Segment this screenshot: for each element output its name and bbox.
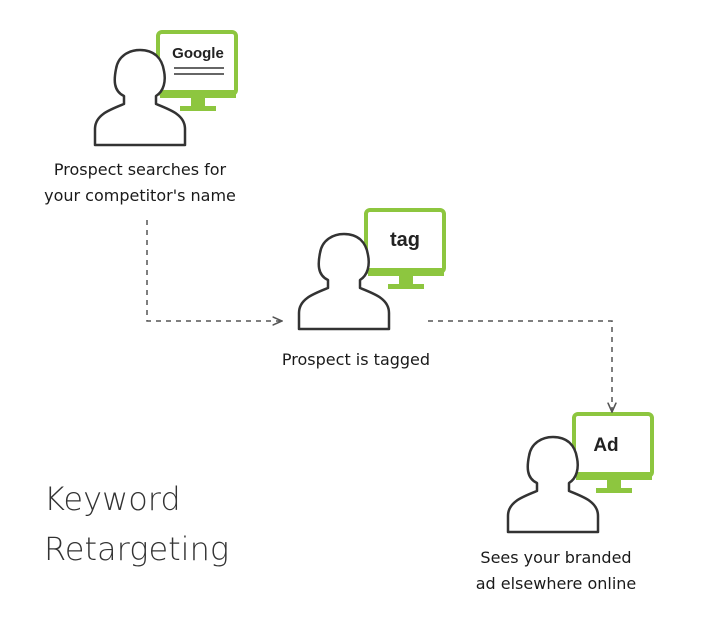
step-3-screen-text: Ad (593, 435, 618, 456)
step-3-caption-line-1: Sees your branded (480, 548, 632, 567)
title-line-1: Keyword (44, 480, 181, 518)
title-line-2: Retargeting (44, 530, 230, 568)
step-3-caption-line-2: ad elsewhere online (475, 574, 637, 593)
person-icon (297, 232, 391, 331)
step-3-caption: Sees your branded ad elsewhere online (446, 545, 666, 597)
diagram-title: Keyword Retargeting (44, 474, 229, 574)
step-2-caption: Prospect is tagged (246, 347, 466, 373)
connector-arrow-1 (146, 220, 282, 321)
step-1-caption: Prospect searches for your competitor's … (20, 157, 260, 209)
step-2-caption-line-1: Prospect is tagged (281, 350, 431, 369)
monitor-icon (572, 412, 654, 493)
person-icon (506, 435, 600, 534)
step-1-group: Google (93, 30, 238, 147)
step-1-caption-line-1: Prospect searches for (53, 160, 227, 179)
step-2-screen-text: tag (390, 229, 420, 251)
connector-arrow-2 (428, 320, 612, 412)
step-1-caption-line-2: your competitor's name (44, 186, 236, 205)
person-icon (93, 48, 187, 147)
step-1-screen-text: Google (172, 45, 224, 62)
step-2-group: tag (297, 208, 446, 331)
step-3-group: Ad (506, 412, 654, 534)
monitor-icon (364, 208, 446, 289)
monitor-icon (156, 30, 238, 111)
